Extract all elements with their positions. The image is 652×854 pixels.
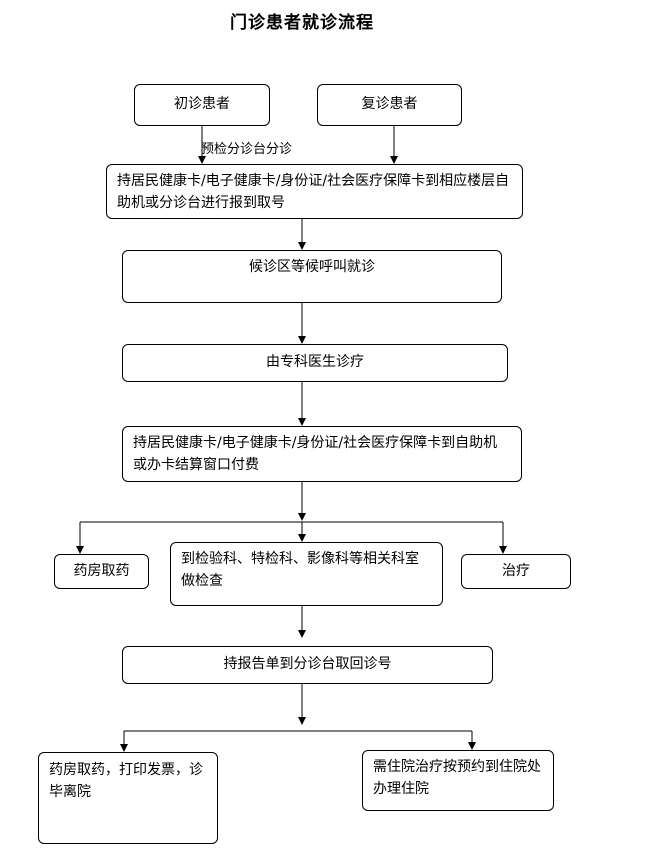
treatment-box: 治疗 — [461, 554, 571, 589]
payment-box: 持居民健康卡/电子健康卡/身份证/社会医疗保障卡到自助机或办卡结算窗口付费 — [122, 426, 522, 482]
page-title: 门诊患者就诊流程 — [230, 13, 374, 33]
specialist-box: 由专科医生诊疗 — [122, 344, 508, 382]
return-visit-box: 复诊患者 — [317, 84, 462, 126]
wait-box: 候诊区等候呼叫就诊 — [122, 250, 502, 303]
first-visit-box: 初诊患者 — [134, 84, 270, 126]
exam-box: 到检验科、特检科、影像科等相关科室做检查 — [170, 542, 443, 606]
discharge-box: 药房取药，打印发票，诊毕离院 — [38, 752, 218, 844]
triage-note: 预检分诊台分诊 — [201, 142, 293, 157]
pharmacy-box: 药房取药 — [54, 554, 149, 589]
report-box: 持报告单到分诊台取回诊号 — [122, 646, 493, 684]
register-box: 持居民健康卡/电子健康卡/身份证/社会医疗保障卡到相应楼层自助机或分诊台进行报到… — [106, 164, 523, 219]
admission-box: 需住院治疗按预约到住院处办理住院 — [362, 750, 554, 811]
